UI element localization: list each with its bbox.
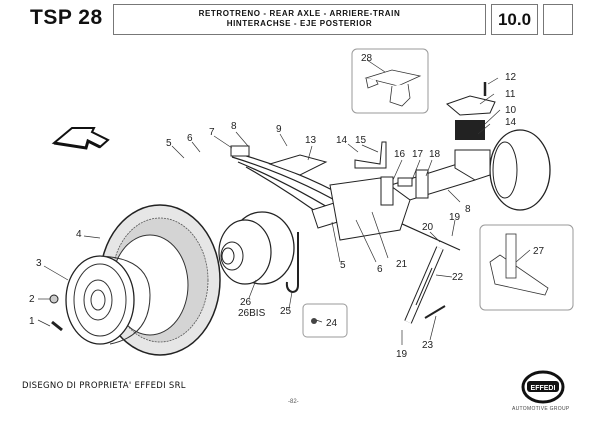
screw-24 <box>311 318 317 324</box>
doc-code: TSP 28 <box>30 6 103 29</box>
bolt-1 <box>51 320 63 332</box>
callout-2: 2 <box>29 294 35 305</box>
callout-20: 20 <box>422 222 434 233</box>
callout-17: 17 <box>412 149 424 160</box>
callout-12: 12 <box>505 72 517 83</box>
leader-lines <box>37 59 531 345</box>
callout-28: 28 <box>361 53 373 64</box>
callout-9: 9 <box>276 124 282 135</box>
shock-absorber-22 <box>404 246 444 324</box>
callout-11: 11 <box>505 89 516 100</box>
callout-19a: 19 <box>449 212 461 223</box>
callout-6: 6 <box>187 133 193 144</box>
part-16 <box>380 176 394 206</box>
callout-26bis: 26BIS <box>238 308 266 319</box>
callout-14a: 14 <box>336 135 348 146</box>
title-box: RETROTRENO - REAR AXLE - ARRIERE-TRAIN H… <box>113 4 486 35</box>
inset-28 <box>351 48 429 114</box>
callout-19b: 19 <box>396 349 408 360</box>
plate-13 <box>268 154 328 176</box>
ownership-notice: DISEGNO DI PROPRIETA' EFFEDI SRL <box>22 381 186 391</box>
section-number: 10.0 <box>491 4 538 35</box>
callout-23: 23 <box>422 340 434 351</box>
callout-labels: 1 2 3 4 5 6 7 8 9 10 11 12 13 14 14 15 1… <box>29 53 545 360</box>
inset-27 <box>479 224 574 311</box>
effedi-logo: EFFEDI <box>521 370 565 404</box>
inset-24 <box>302 303 348 338</box>
bump-stop-10 <box>455 120 485 140</box>
callout-3: 3 <box>36 258 42 269</box>
callout-15: 15 <box>355 135 367 146</box>
callout-22: 22 <box>452 272 464 283</box>
callout-14b: 14 <box>505 117 517 128</box>
callout-6b: 6 <box>377 264 383 275</box>
callout-5: 5 <box>166 138 172 149</box>
callout-25: 25 <box>280 306 292 317</box>
part-17 <box>397 177 413 187</box>
callout-8b: 8 <box>465 204 471 215</box>
rim-3 <box>65 255 151 345</box>
nut-2 <box>49 294 59 304</box>
callout-26: 26 <box>240 297 252 308</box>
callout-24: 24 <box>326 318 338 329</box>
callout-27: 27 <box>533 246 545 257</box>
title-line-1: RETROTRENO - REAR AXLE - ARRIERE-TRAIN <box>198 9 401 18</box>
callout-10: 10 <box>505 105 517 116</box>
callout-7: 7 <box>209 127 215 138</box>
empty-box <box>543 4 573 35</box>
bracket-15 <box>354 141 387 169</box>
callout-8: 8 <box>231 121 237 132</box>
title-line-2: HINTERACHSE - EJE POSTERIOR <box>226 19 373 28</box>
logo-text: EFFEDI <box>531 385 556 392</box>
callout-21: 21 <box>396 259 408 270</box>
bracket-27 <box>489 233 549 296</box>
drum-26 <box>218 211 295 285</box>
bracket-28 <box>364 69 422 107</box>
pipe-25 <box>285 232 299 294</box>
callout-4: 4 <box>76 229 82 240</box>
arrow-left-icon <box>51 127 110 150</box>
bolt-23 <box>424 305 446 319</box>
callout-13: 13 <box>305 135 317 146</box>
logo-subtitle: AUTOMOTIVE GROUP <box>512 406 570 412</box>
part-18 <box>415 169 429 199</box>
callout-16: 16 <box>394 149 406 160</box>
spring-eye <box>230 145 250 157</box>
callout-1: 1 <box>29 316 35 327</box>
plate-11 <box>446 95 496 116</box>
page-number: -82- <box>288 399 299 405</box>
callout-5b: 5 <box>340 260 346 271</box>
callout-18: 18 <box>429 149 441 160</box>
